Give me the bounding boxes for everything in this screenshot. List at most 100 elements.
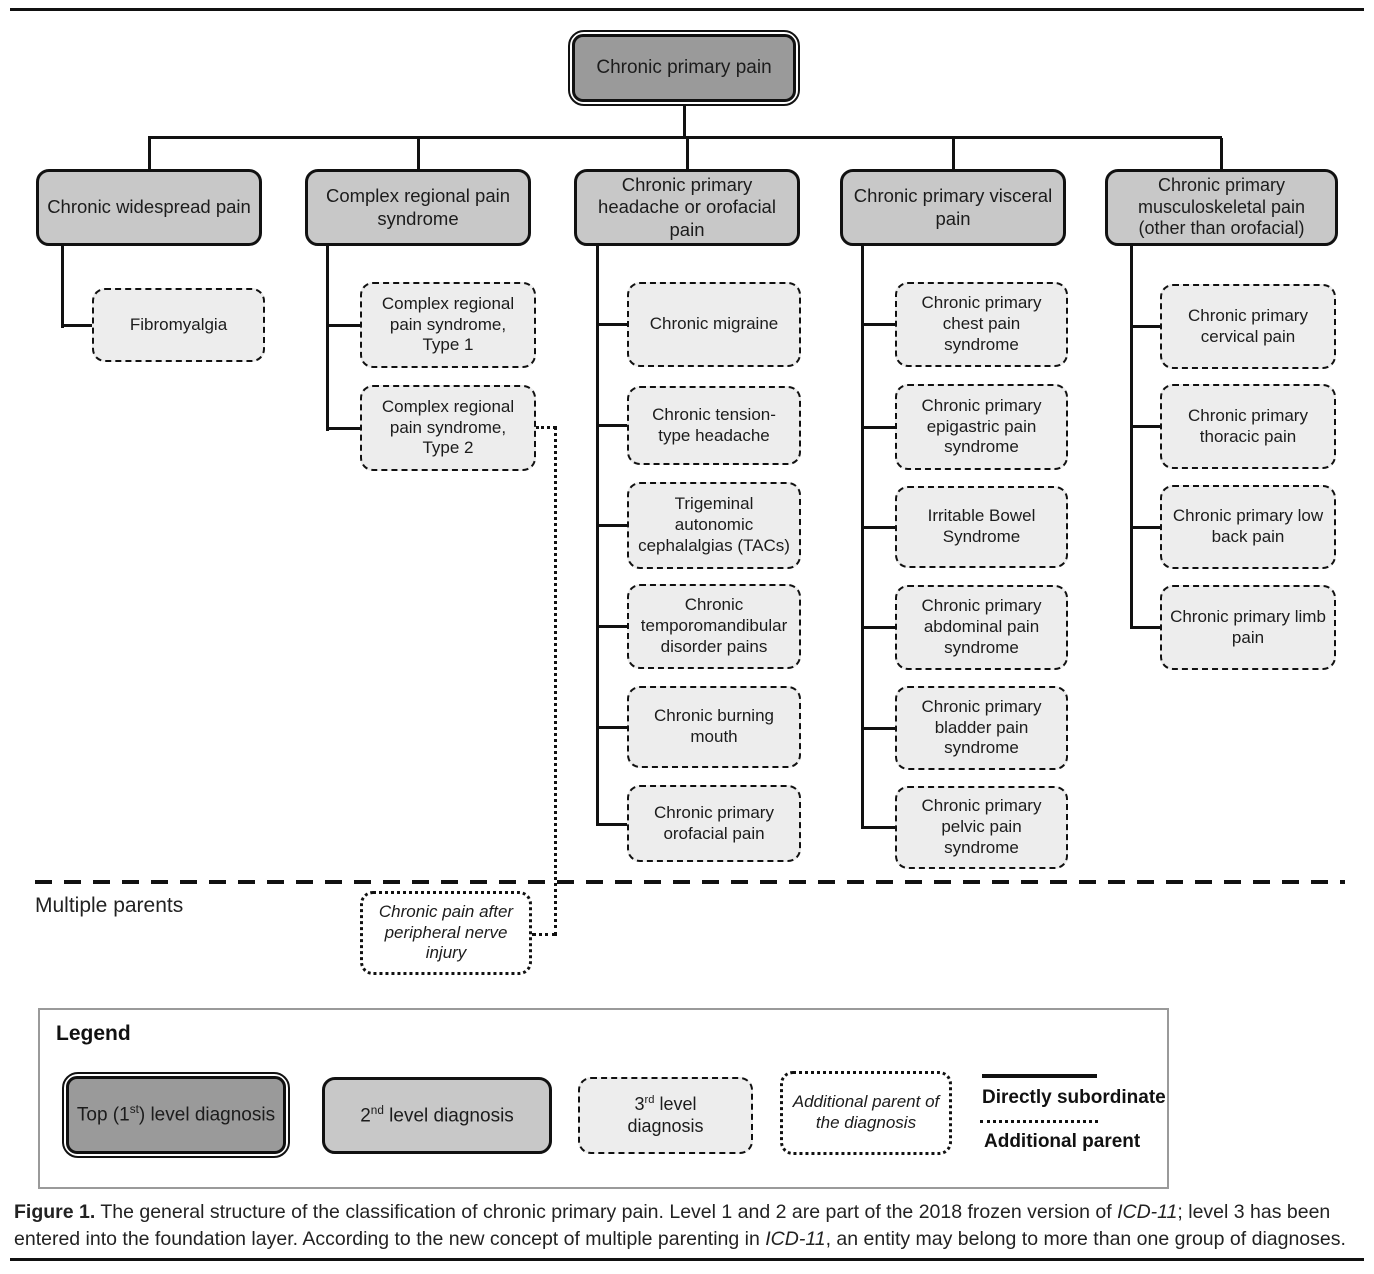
connector-main-horizontal (148, 136, 1222, 139)
legend-line-solid (982, 1074, 1097, 1078)
connector-additional-parent-bottom (532, 933, 556, 936)
connector-col3-stub4 (596, 625, 627, 628)
level2-label: Complex regional pain syndrome (325, 184, 511, 229)
level3-label: Chronic primary epigastric pain syndrome (921, 395, 1042, 457)
connector-col5-vertical (1130, 246, 1133, 629)
level3-node-migraine: Chronic migraine (627, 282, 801, 367)
caption-figure-label: Figure 1. (14, 1201, 96, 1223)
level2-node-headache: Chronic primary headache or orofacial pa… (574, 169, 800, 246)
connector-col5-stub1 (1130, 325, 1160, 328)
level3-node-fibromyalgia: Fibromyalgia (92, 288, 265, 362)
level2-node-musculoskeletal: Chronic primary musculoskeletal pain (ot… (1105, 169, 1338, 246)
level3-label: Fibromyalgia (129, 314, 228, 334)
root-node: Chronic primary pain (568, 30, 800, 106)
separator-multiple-parents (35, 880, 1345, 884)
level2-label: Chronic primary musculoskeletal pain (ot… (1137, 174, 1306, 239)
level3-label: Trigeminal autonomic cephalalgias (TACs) (638, 494, 790, 555)
level3-node-cervical: Chronic primary cervical pain (1160, 284, 1336, 369)
connector-col5-stub4 (1130, 626, 1160, 629)
legend-level2-label: 2nd level diagnosis (360, 1103, 514, 1127)
level3-node-tacs: Trigeminal autonomic cephalalgias (TACs) (627, 482, 801, 569)
level3-node-ibs: Irritable Bowel Syndrome (895, 486, 1068, 568)
level3-label: Chronic primary chest pain syndrome (921, 293, 1042, 354)
connector-stub-col2 (417, 138, 420, 169)
root-node-label: Chronic primary pain (596, 56, 772, 78)
connector-col2-vertical (326, 246, 329, 431)
caption-italic: ICD-11 (765, 1228, 826, 1250)
figure-caption: Figure 1. The general structure of the c… (14, 1199, 1362, 1253)
level3-node-temporomandibular: Chronic temporomandibular disorder pains (627, 584, 801, 669)
level3-node-tension-headache: Chronic tension-type headache (627, 386, 801, 465)
connector-col4-stub1 (861, 323, 895, 326)
connector-col1-vertical (61, 246, 64, 328)
legend-swatch-level1: Top (1st) level diagnosis (62, 1072, 290, 1158)
connector-col5-stub3 (1130, 526, 1160, 529)
legend-swatch-level2: 2nd level diagnosis (322, 1077, 552, 1154)
bottom-rule (10, 1258, 1364, 1261)
caption-text: The general structure of the classificat… (95, 1201, 1118, 1223)
level3-node-epigastric: Chronic primary epigastric pain syndrome (895, 384, 1068, 470)
connector-col5-stub2 (1130, 425, 1160, 428)
legend-title: Legend (56, 1022, 131, 1045)
level3-node-crps-type2: Complex regional pain syndrome, Type 2 (360, 385, 536, 471)
connector-stub-col1 (148, 138, 151, 169)
level3-label: Chronic migraine (649, 314, 779, 334)
level2-node-widespread: Chronic widespread pain (36, 169, 262, 246)
connector-col2-stub2 (326, 427, 360, 430)
level3-label: Chronic primary cervical pain (1188, 305, 1308, 346)
level3-label: Chronic temporomandibular disorder pains (640, 595, 788, 656)
level3-label: Complex regional pain syndrome, Type 1 (381, 293, 515, 355)
connector-col3-stub1 (596, 323, 627, 326)
top-rule (10, 8, 1364, 11)
level3-label: Irritable Bowel Syndrome (927, 506, 1036, 546)
level2-label: Chronic widespread pain (47, 196, 251, 218)
level3-node-chest: Chronic primary chest pain syndrome (895, 282, 1068, 367)
caption-text: ; level 3 has been entered into the foun… (14, 1201, 1331, 1250)
level3-label: Chronic primary bladder pain syndrome (921, 696, 1042, 758)
additional-parent-node-label: Chronic pain after peripheral nerve inju… (378, 901, 514, 963)
level3-node-thoracic: Chronic primary thoracic pain (1160, 384, 1336, 469)
connector-stub-col3 (686, 138, 689, 169)
level2-node-visceral: Chronic primary visceral pain (840, 169, 1066, 246)
connector-col4-stub3 (861, 526, 895, 529)
level3-node-abdominal: Chronic primary abdominal pain syndrome (895, 585, 1068, 670)
level3-label: Chronic primary low back pain (1172, 506, 1324, 546)
multiple-parents-label: Multiple parents (35, 894, 184, 917)
connector-col4-stub5 (861, 727, 895, 730)
level3-node-pelvic: Chronic primary pelvic pain syndrome (895, 786, 1068, 869)
connector-col4-stub6 (861, 826, 895, 829)
connector-stub-col5 (1220, 138, 1223, 169)
legend-line-dotted-label: Additional parent (984, 1131, 1141, 1152)
level3-label: Chronic primary thoracic pain (1188, 405, 1308, 446)
level3-node-orofacial: Chronic primary orofacial pain (627, 785, 801, 862)
level3-label: Chronic primary pelvic pain syndrome (921, 796, 1042, 857)
level3-label: Complex regional pain syndrome, Type 2 (381, 396, 515, 458)
connector-col4-stub4 (861, 626, 895, 629)
connector-root-drop (683, 106, 686, 137)
level2-label: Chronic primary headache or orofacial pa… (598, 173, 776, 240)
level3-label: Chronic primary limb pain (1170, 606, 1326, 647)
connector-col3-stub3 (596, 524, 627, 527)
legend-line-solid-label: Directly subordinate (982, 1087, 1166, 1108)
level2-label: Chronic primary visceral pain (853, 184, 1053, 229)
level3-label: Chronic primary abdominal pain syndrome (921, 596, 1042, 657)
legend-level1-label: Top (1st) level diagnosis (76, 1102, 276, 1126)
caption-italic: ICD-11 (1117, 1201, 1178, 1223)
legend-line-dotted (980, 1120, 1098, 1123)
level3-node-lowback: Chronic primary low back pain (1160, 485, 1336, 569)
connector-additional-parent-vertical (554, 426, 557, 936)
level3-node-burning-mouth: Chronic burning mouth (627, 686, 801, 768)
legend-swatch-additional-parent: Additional parent of the diagnosis (780, 1071, 952, 1155)
level3-node-bladder: Chronic primary bladder pain syndrome (895, 686, 1068, 770)
legend-additional-parent-label: Additional parent of the diagnosis (792, 1092, 940, 1132)
connector-col3-stub6 (596, 823, 627, 826)
level3-label: Chronic burning mouth (653, 706, 774, 746)
connector-col4-vertical (861, 246, 864, 829)
legend-swatch-level1-inner: Top (1st) level diagnosis (66, 1076, 286, 1154)
connector-col3-stub2 (596, 424, 627, 427)
level3-label: Chronic primary orofacial pain (654, 802, 774, 843)
caption-text: , an entity may belong to more than one … (825, 1228, 1346, 1250)
level3-node-crps-type1: Complex regional pain syndrome, Type 1 (360, 282, 536, 368)
